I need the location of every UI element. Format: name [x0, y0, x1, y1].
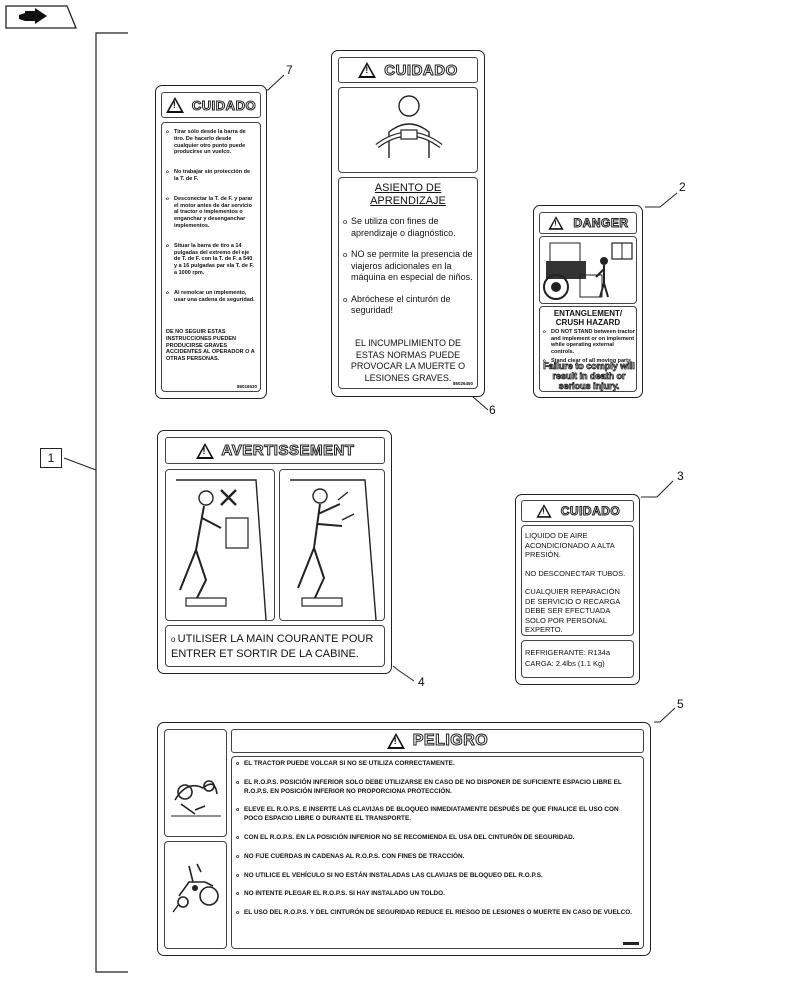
subtitle-line: ASIENTO DE [374, 182, 442, 194]
decal-header: AVERTISSEMENT [165, 437, 385, 464]
seatbelt-icon [375, 95, 443, 158]
refrigerant-charge: CARGA: 2.4lbs (1.1 Kg) [525, 659, 605, 668]
list-item: Se utiliza con fines de aprendizaje o di… [343, 216, 475, 239]
seatbelt-pictogram [338, 87, 478, 173]
decal-header: CUIDADO [338, 57, 478, 83]
list-item: Situar la barra de tiro a 14 pulgadas de… [166, 243, 256, 277]
callout-6: 6 [489, 403, 496, 417]
list-item: EL R.O.P.S. POSICIÓN INFERIOR SOLO DEBE … [236, 779, 636, 797]
list-item: DO NOT STAND between tractor and impleme… [543, 329, 635, 355]
subtitle-line: APRENDIZAJE [370, 195, 446, 207]
decal-cuidado-ac: CUIDADO LIQUIDO DE AIRE ACONDICIONADO A … [515, 494, 640, 685]
list-item: No trabajar sin protección de la T. de F… [166, 169, 256, 183]
refrigerant-type: REFRIGERANTE: R134a [525, 648, 611, 657]
warning-text: DE NO SEGUIR ESTAS INSTRUCCIONES PUEDEN … [166, 329, 255, 363]
header-text: CUIDADO [384, 61, 458, 79]
title-line: CRUSH HAZARD [555, 318, 621, 327]
decal-header: CUIDADO [521, 500, 634, 522]
list-item: EL USO DEL R.O.P.S. Y DEL CINTURÓN DE SE… [236, 909, 636, 918]
warning-triangle-icon [548, 216, 565, 230]
list-item: Al remolcar un implemento, usar una cade… [166, 290, 256, 304]
header-text: CUIDADO [560, 504, 621, 519]
callout-7: 7 [286, 63, 293, 77]
part-code: 86026450 [452, 381, 473, 386]
list-item: Stand clear of all moving parts. [543, 358, 635, 365]
tractor-hazard-icon [543, 242, 633, 300]
subtitle: ASIENTO DE APRENDIZAJE [339, 182, 477, 208]
text-line: NO DESCONECTAR TUBOS. [525, 568, 626, 578]
list-item: EL TRACTOR PUEDE VOLCAR SI NO SE UTILIZA… [236, 760, 636, 769]
list-item: Abróchese el cinturón de seguridad! [343, 294, 475, 317]
decal-danger-entanglement: DANGER ENTANGLEMENT/ CRUSH HAZARD DO NOT… [533, 205, 643, 398]
warning-triangle-icon [536, 504, 552, 518]
tractor-pictogram [539, 236, 637, 304]
cab-entry-correct-icon [290, 479, 377, 621]
warning-triangle-icon [358, 62, 377, 78]
decal-cuidado-pto: CUIDADO Tirar sólo desde la barra de tir… [155, 85, 267, 399]
decal-body: LIQUIDO DE AIRE ACONDICIONADO A ALTA PRE… [521, 525, 634, 636]
part-code: 86016530 [236, 384, 257, 389]
list-item: Desconectar la T. de F. y parar el motor… [166, 196, 256, 230]
warning-triangle-icon [195, 442, 214, 459]
arrow-icon [5, 5, 77, 29]
callout-4: 4 [418, 675, 425, 689]
pictogram-wrong [165, 469, 275, 621]
warning-triangle-icon [165, 97, 184, 113]
cab-entry-wrong-icon [176, 479, 267, 621]
header-text: CUIDADO [191, 97, 257, 113]
decal-body: ENTANGLEMENT/ CRUSH HAZARD DO NOT STAND … [539, 306, 637, 392]
rollover-pictogram [164, 729, 227, 837]
part-code-mark [623, 942, 639, 945]
decal-header: PELIGRO [231, 729, 644, 753]
decal-body: ASIENTO DE APRENDIZAJE Se utiliza con fi… [338, 177, 478, 389]
nav-next-button[interactable] [5, 5, 77, 29]
text-line: CUALQUIER REPARACIÓN DE SERVICIO O RECAR… [525, 587, 620, 634]
decal-body: Tirar sólo desde la barra de tiro. De ha… [161, 122, 261, 392]
hazard-title: ENTANGLEMENT/ CRUSH HAZARD [540, 309, 636, 327]
header-text: AVERTISSEMENT [221, 442, 355, 460]
callout-3: 3 [677, 469, 684, 483]
list-item: NO UTILICE EL VEHÍCULO SI NO ESTÁN INSTA… [236, 872, 636, 881]
list-item: NO INTENTE PLEGAR EL R.O.P.S. SI HAY INS… [236, 890, 636, 899]
decal-peligro-rops: PELIGRO EL TRACTOR PUEDE VOLCAR SI NO SE… [157, 722, 651, 956]
decal-body: o UTILISER LA MAIN COURANTE POUR ENTRER … [165, 625, 385, 667]
callout-5: 5 [677, 697, 684, 711]
text-line: LIQUIDO DE AIRE ACONDICIONADO A ALTA PRE… [525, 531, 615, 559]
decal-avertissement-cabine: AVERTISSEMENT o UTILISER LA MAIN COURANT… [157, 430, 392, 674]
list-item: NO FIJE CUERDAS IN CADENAS AL R.O.P.S. C… [236, 853, 636, 862]
callout-2: 2 [679, 180, 686, 194]
list-item: NO se permite la presencia de viajeros a… [343, 249, 475, 284]
decal-header: DANGER [539, 212, 637, 234]
footer-warning: Failure to comply will result in death o… [543, 361, 635, 392]
list-item: CON EL R.O.P.S. EN LA POSICIÓN INFERIOR … [236, 834, 636, 843]
tractor-rollover-icon [171, 780, 221, 817]
instruction-line: UTILISER LA MAIN COURANTE POUR ENTRER ET… [171, 633, 374, 660]
list-item: Tirar sólo desde la barra de tiro. De ha… [166, 129, 256, 156]
title-line: ENTANGLEMENT/ [553, 309, 623, 318]
callout-1: 1 [40, 448, 62, 468]
decal-body: EL TRACTOR PUEDE VOLCAR SI NO SE UTILIZA… [231, 756, 644, 949]
warning-triangle-icon [386, 733, 405, 749]
instruction-text: o UTILISER LA MAIN COURANTE POUR ENTRER … [171, 633, 374, 660]
decal-header: CUIDADO [161, 92, 261, 118]
rops-pictogram [164, 841, 227, 949]
header-text: PELIGRO [412, 732, 489, 750]
header-text: DANGER [573, 216, 629, 231]
warning-text: EL INCUMPLIMIENTO DE ESTAS NORMAS PUEDE … [350, 338, 466, 383]
list-item: ELEVE EL R.O.P.S. E INSERTE LAS CLAVIJAS… [236, 806, 636, 824]
pictogram-correct [279, 469, 385, 621]
decal-cuidado-asiento: CUIDADO ASIENTO DE APRENDIZAJE Se utiliz… [331, 50, 485, 397]
tractor-rops-icon [172, 863, 219, 913]
refrigerant-info: REFRIGERANTE: R134a CARGA: 2.4lbs (1.1 K… [521, 640, 634, 678]
